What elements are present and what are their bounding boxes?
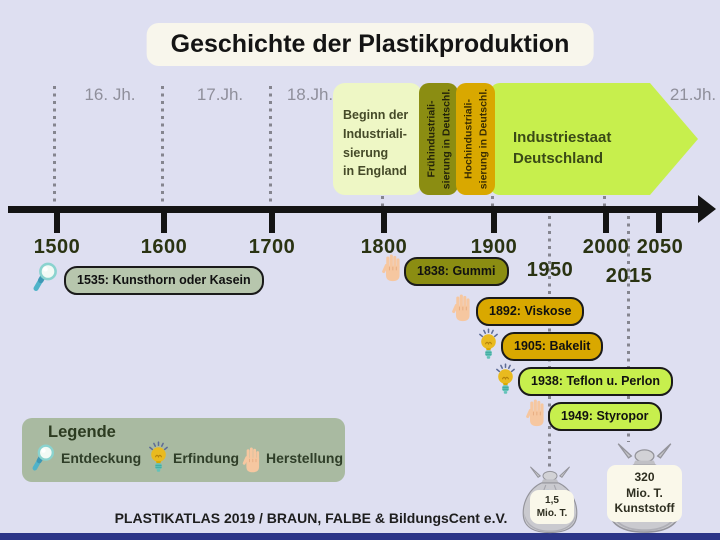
event-badge-1949-styropor: 1949: Styropor <box>548 402 662 431</box>
year-label-2015: 2015 <box>605 265 653 287</box>
tick-1600 <box>161 206 167 233</box>
era-label-hochindustrialisierung: Hochindustriali- sierung in Deutschl. <box>461 88 489 190</box>
legend-box <box>22 418 345 482</box>
hand-icon <box>380 253 404 284</box>
gridline-1500 <box>53 86 56 206</box>
era-block-industriestaat-deutschland <box>490 83 698 195</box>
gridline-1600 <box>161 86 164 206</box>
year-label-2050: 2050 <box>636 236 684 258</box>
era-block-fruehindustrialisierung <box>419 83 458 195</box>
trash-bag-1950: 1,5 Mio. T. <box>515 464 585 534</box>
trash-bag-2015: 320 Mio. T. Kunststoff <box>592 440 697 534</box>
gridline-2000-stub <box>603 196 606 206</box>
year-label-1700: 1700 <box>248 236 296 258</box>
century-label-18: 18.Jh. <box>286 85 334 104</box>
year-label-1800: 1800 <box>360 236 408 258</box>
hand-icon <box>524 398 548 429</box>
gridline-1900-stub <box>491 196 494 206</box>
gridline-1800-stub <box>381 196 384 206</box>
lightbulb-icon <box>146 440 171 475</box>
source-credit: PLASTIKATLAS 2019 / BRAUN, FALBE & Bildu… <box>114 510 508 526</box>
tick-1800 <box>381 206 387 233</box>
year-label-1950: 1950 <box>526 259 574 281</box>
page-title: Geschichte der Plastikproduktion <box>146 23 594 66</box>
bottom-accent-bar <box>0 533 720 540</box>
lightbulb-icon <box>493 362 518 397</box>
tick-2050 <box>656 206 662 233</box>
gridline-2015 <box>627 216 630 442</box>
century-label-17: 17.Jh. <box>196 85 244 104</box>
tick-1700 <box>269 206 275 233</box>
era-label-wrap-fruehindustrialisierung: Frühindustriali- sierung in Deutschl. <box>419 83 458 195</box>
gridline-1700 <box>269 86 272 206</box>
event-badge-1535-kunsthorn: 1535: Kunsthorn oder Kasein <box>64 266 264 295</box>
era-label-fruehindustrialisierung: Frühindustriali- sierung in Deutschl. <box>424 88 452 190</box>
event-badge-1892-viskose: 1892: Viskose <box>476 297 585 326</box>
century-label-16: 16. Jh. <box>84 85 136 104</box>
timeline-axis <box>8 206 702 213</box>
magnifier-icon <box>32 261 60 297</box>
era-label-industriestaat-deutschland: Industriestaat Deutschland <box>513 129 612 167</box>
hand-icon <box>450 293 474 324</box>
tick-1500 <box>54 206 60 233</box>
year-label-1600: 1600 <box>140 236 188 258</box>
legend-title: Legende <box>48 423 116 441</box>
era-block-hochindustrialisierung <box>456 83 495 195</box>
year-label-2000: 2000 <box>582 236 630 258</box>
event-badge-1938-teflon-perlon: 1938: Teflon u. Perlon <box>518 367 673 396</box>
era-label-industrialisierung-england: Beginn der Industriali- sierung in Engla… <box>343 108 409 179</box>
tick-2000 <box>603 206 609 233</box>
legend-item-entdeckung: Entdeckung <box>61 450 142 466</box>
tick-1900 <box>491 206 497 233</box>
bag-label-1950: 1,5 Mio. T. <box>530 490 574 524</box>
year-label-1500: 1500 <box>33 236 81 258</box>
year-label-1900: 1900 <box>470 236 518 258</box>
magnifier-icon <box>31 443 57 476</box>
era-block-industrialisierung-england <box>333 83 422 195</box>
legend-item-erfindung: Erfindung <box>173 450 240 466</box>
bag-label-2015: 320 Mio. T. Kunststoff <box>607 465 682 522</box>
legend-item-herstellung: Herstellung <box>266 450 344 466</box>
lightbulb-icon <box>476 327 501 362</box>
hand-icon <box>241 446 263 475</box>
century-label-21: 21.Jh. <box>669 85 717 104</box>
event-badge-1905-bakelit: 1905: Bakelit <box>501 332 604 361</box>
timeline-axis-arrowhead-icon <box>698 195 716 223</box>
era-label-wrap-hochindustrialisierung: Hochindustriali- sierung in Deutschl. <box>456 83 495 195</box>
event-badge-1838-gummi: 1838: Gummi <box>404 257 509 286</box>
